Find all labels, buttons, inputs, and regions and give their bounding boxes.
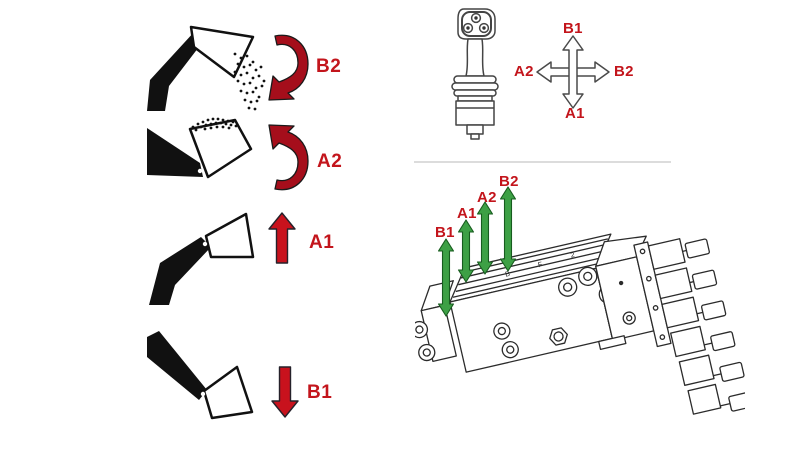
arrow-up-icon: [268, 212, 296, 264]
connector-plug: [684, 238, 710, 259]
operation-label-a1: A1: [309, 232, 335, 253]
rotate-counterclockwise-arrow-icon: [268, 124, 309, 191]
solenoid-block: [654, 267, 693, 300]
solenoid-block: [687, 383, 722, 415]
connector-plug: [728, 391, 745, 412]
cross-label-down: A1: [565, 105, 585, 122]
port-arrow-b2: [499, 186, 517, 272]
valve-port-label-a1: A1: [457, 205, 477, 222]
cross-label-right: B2: [614, 63, 634, 80]
bucket-shape: [202, 365, 254, 420]
joystick-shaft: [465, 38, 485, 77]
bucket-shape: [189, 25, 255, 79]
joystick-boot-band: [451, 82, 499, 91]
loader-arm-shape: [147, 128, 203, 177]
valve-port-label-b1: B1: [435, 224, 455, 241]
port-arrow-a1: [457, 219, 475, 283]
port-arrow-a2: [476, 201, 494, 275]
joystick-direction-cross-icon: [536, 35, 610, 109]
loader-boom-raise-illustration: [149, 212, 255, 305]
valve-port-label-b2: B2: [499, 173, 519, 190]
operation-label-b2: B2: [316, 56, 342, 77]
valve-port-arrows: [437, 186, 517, 317]
operation-label-a2: A2: [317, 151, 343, 172]
connector-plug: [719, 361, 745, 382]
valve-body: B F 2: [415, 233, 745, 415]
rotate-clockwise-arrow-icon: [268, 34, 309, 101]
pivot-dot: [195, 33, 201, 39]
valve-engraving: F: [537, 261, 543, 269]
joystick-boot-band: [453, 89, 497, 97]
loader-bucket-dump-illustration: [147, 25, 266, 111]
cross-label-left: A2: [514, 63, 534, 80]
pivot-dot: [197, 168, 203, 174]
joystick-base-body: [455, 100, 495, 126]
joystick-boot-band: [453, 75, 497, 84]
joystick-illustration: [451, 8, 499, 140]
loader-bucket-crowd-illustration: [147, 117, 253, 179]
connector-plug: [710, 331, 736, 352]
cross-label-up: B1: [563, 20, 583, 37]
solenoid-block: [670, 325, 706, 358]
port-arrow-b1: [437, 238, 455, 317]
section-divider: [414, 161, 671, 163]
vertical-axis-arrow: [562, 35, 584, 109]
bucket-shape: [204, 212, 255, 259]
loader-arm-shape: [149, 237, 211, 305]
valve-engraving: 2: [570, 252, 575, 260]
pivot-dot: [202, 241, 208, 247]
loader-boom-lower-illustration: [147, 331, 254, 420]
held-material-particles: [191, 117, 238, 132]
valve-engraving: B: [505, 271, 511, 279]
arrow-down-icon: [271, 366, 299, 418]
falling-material-particles: [233, 52, 266, 111]
valve-foot: [598, 335, 627, 351]
solenoid-block: [647, 238, 686, 270]
loader-arm-shape: [147, 331, 207, 400]
operation-label-b1: B1: [307, 382, 333, 403]
pivot-dot: [200, 391, 206, 397]
loader-arm-shape: [147, 31, 205, 111]
connector-plug: [691, 269, 718, 290]
solenoid-block: [661, 296, 700, 329]
joystick-connector: [466, 124, 484, 135]
valve-port-label-a2: A2: [477, 189, 497, 206]
hydraulic-valve-illustration: B F 2: [415, 186, 745, 415]
solenoid-block: [678, 354, 715, 386]
joystick-connector-tab: [470, 133, 480, 140]
connector-plug: [700, 300, 727, 321]
